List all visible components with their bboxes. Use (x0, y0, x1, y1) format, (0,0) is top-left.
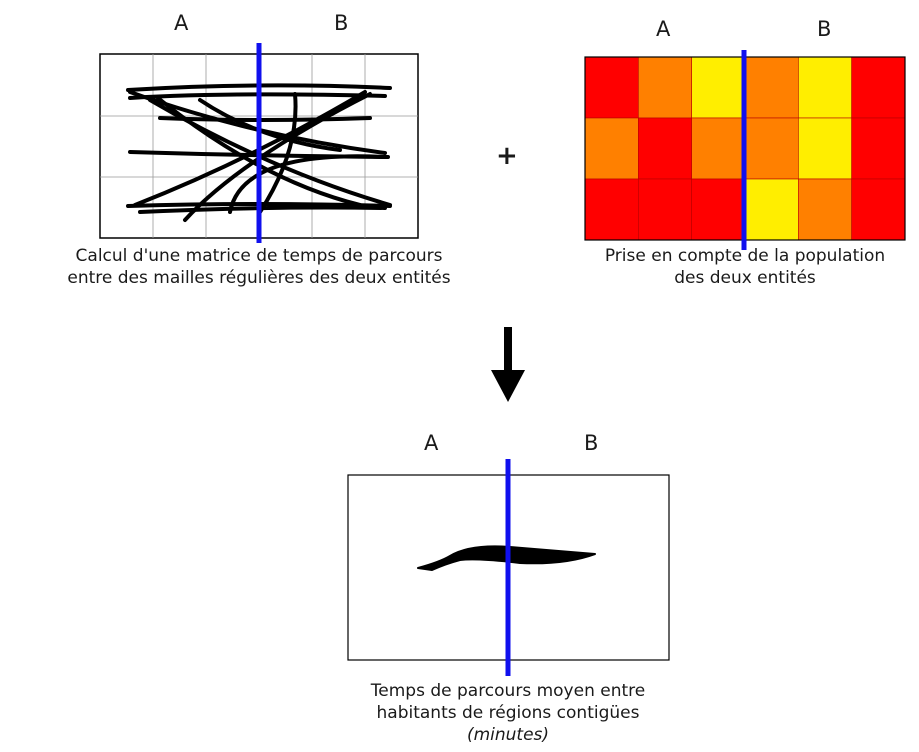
panel3-caption-line3: (minutes) (466, 725, 550, 745)
population-cell-r0-c4 (798, 56, 852, 119)
population-cell-r1-c1 (638, 117, 692, 180)
population-cell-r2-c0 (584, 178, 639, 241)
panel2-label-a: A (656, 17, 671, 41)
panel1-label-a: A (174, 11, 189, 35)
panel2-caption: Prise en compte de la population des deu… (555, 245, 919, 289)
panel3-label-b: B (584, 431, 599, 455)
population-cell-r0-c5 (851, 56, 906, 119)
panel1-caption: Calcul d'une matrice de temps de parcour… (0, 245, 518, 289)
panel1-caption-line1: Calcul d'une matrice de temps de parcour… (75, 246, 443, 266)
population-cell-r0-c3 (744, 56, 799, 119)
panel2-caption-line2: des deux entités (674, 268, 816, 288)
panel3-label-a: A (424, 431, 439, 455)
panel2-label-b: B (817, 17, 832, 41)
population-cell-r1-c5 (851, 117, 906, 180)
panel3-caption-line1: Temps de parcours moyen entre (370, 681, 646, 701)
population-cell-r1-c3 (744, 117, 799, 180)
population-cell-r2-c1 (638, 178, 692, 241)
population-cell-r2-c5 (851, 178, 906, 241)
population-cell-r0-c0 (584, 56, 639, 119)
population-cell-r2-c3 (744, 178, 799, 241)
population-cell-r2-c4 (798, 178, 852, 241)
population-cell-r1-c4 (798, 117, 852, 180)
population-cell-r0-c1 (638, 56, 692, 119)
panel3-caption-line2: habitants de régions contigües (376, 703, 640, 723)
panel2-caption-line1: Prise en compte de la population (604, 246, 886, 266)
plus-operator: + (496, 141, 518, 171)
population-grid-cells (584, 56, 906, 241)
panel1-caption-line2: entre des mailles régulières des deux en… (67, 268, 451, 288)
panel3-caption: Temps de parcours moyen entre habitants … (290, 680, 726, 746)
panel1-label-b: B (334, 11, 349, 35)
